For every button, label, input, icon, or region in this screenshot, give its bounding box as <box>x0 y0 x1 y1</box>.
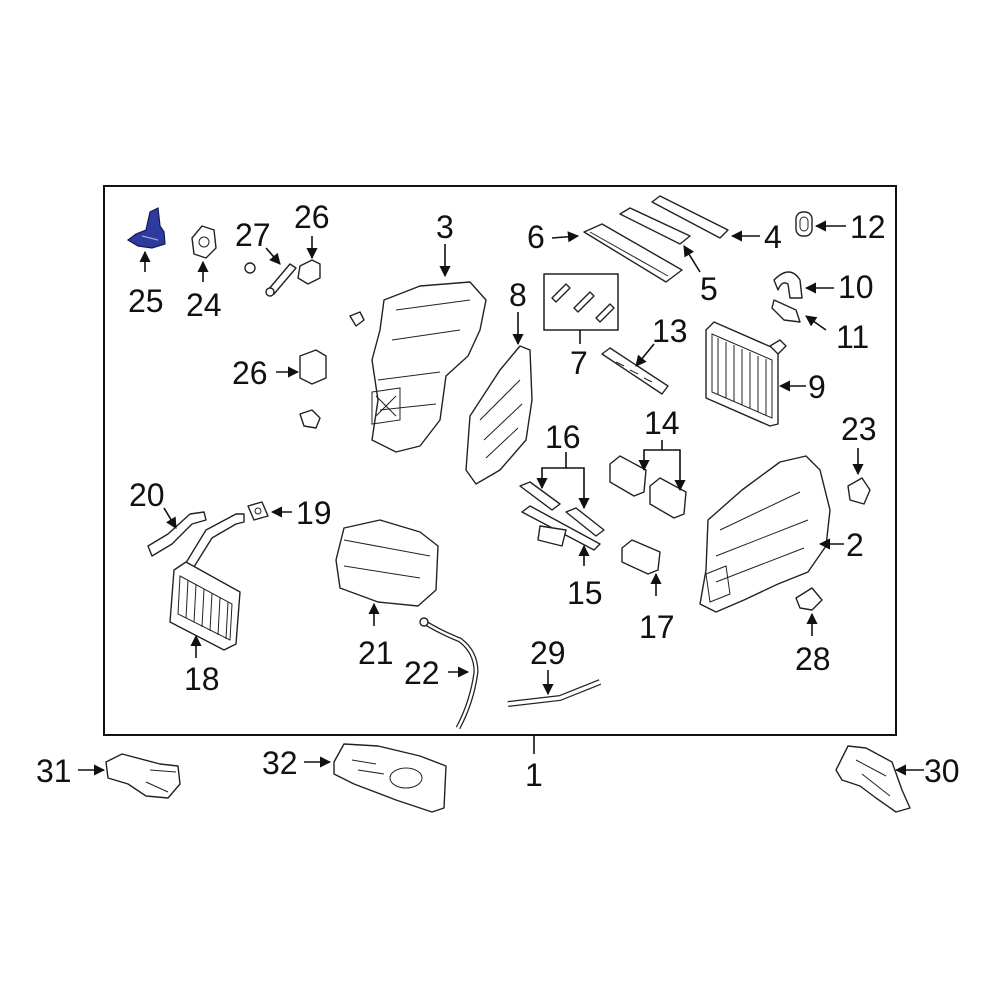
callout-16: 16 <box>545 419 581 455</box>
callout-12: 12 <box>850 209 886 245</box>
part-29-tube[interactable] <box>507 679 602 707</box>
part-6-seal[interactable] <box>583 223 683 283</box>
part-5-seal[interactable] <box>619 207 691 245</box>
callout-9: 9 <box>808 369 826 405</box>
callout-18: 18 <box>184 661 220 697</box>
callout-19: 19 <box>296 495 332 531</box>
callout-25: 25 <box>128 283 164 319</box>
part-10-hose[interactable] <box>773 271 803 299</box>
callout-24: 24 <box>186 287 222 323</box>
part-23-actuator[interactable] <box>847 477 871 505</box>
callout-23: 23 <box>841 411 877 447</box>
callout-10: 10 <box>838 269 874 305</box>
callout-22: 22 <box>404 655 440 691</box>
part-28-sensor[interactable] <box>795 587 823 611</box>
part-22-hose[interactable] <box>419 617 479 730</box>
part-24[interactable] <box>191 225 217 259</box>
part-15-door[interactable] <box>521 505 601 551</box>
part-30-duct[interactable] <box>835 745 911 813</box>
part-14-doors[interactable] <box>609 455 687 519</box>
callout-26-upper: 26 <box>294 199 330 235</box>
part-11-clip[interactable] <box>771 299 801 323</box>
callout-3: 3 <box>436 209 454 245</box>
callout-14: 14 <box>644 405 680 441</box>
callout-17: 17 <box>639 609 675 645</box>
part-7-clips[interactable] <box>551 283 615 323</box>
part-21-tray[interactable] <box>335 519 439 607</box>
callout-6: 6 <box>527 219 545 255</box>
part-31-duct[interactable] <box>105 753 181 799</box>
part-8-panel[interactable] <box>465 345 533 485</box>
callout-13: 13 <box>652 313 688 349</box>
part-2-case[interactable] <box>699 455 831 613</box>
part-26-lower[interactable] <box>299 311 365 429</box>
callout-2: 2 <box>846 527 864 563</box>
part-20-pipes[interactable] <box>147 511 245 571</box>
part-26-upper[interactable] <box>297 259 321 285</box>
part-16-doors[interactable] <box>519 481 605 537</box>
callout-7: 7 <box>570 345 588 381</box>
part-18-heater-core[interactable] <box>169 561 241 651</box>
part-7-box <box>543 273 619 331</box>
part-4-seal[interactable] <box>651 195 729 239</box>
part-27[interactable] <box>244 262 297 297</box>
callout-32: 32 <box>262 745 298 781</box>
part-25-highlighted[interactable] <box>126 207 166 249</box>
callout-26-lower: 26 <box>232 355 268 391</box>
callout-4: 4 <box>764 219 782 255</box>
part-13-door[interactable] <box>601 347 669 395</box>
callout-15: 15 <box>567 575 603 611</box>
callout-31: 31 <box>36 753 72 789</box>
callout-20: 20 <box>129 477 165 513</box>
callout-30: 30 <box>924 753 960 789</box>
part-9-filter[interactable] <box>705 321 787 427</box>
assembly-frame <box>103 185 897 736</box>
callout-29: 29 <box>530 635 566 671</box>
part-32-duct[interactable] <box>333 743 447 813</box>
part-3-case[interactable] <box>371 281 487 453</box>
callout-1: 1 <box>525 757 543 793</box>
callout-8: 8 <box>509 277 527 313</box>
callout-11: 11 <box>836 319 869 355</box>
callout-5: 5 <box>700 271 718 307</box>
callout-27: 27 <box>235 217 271 253</box>
part-17-door[interactable] <box>621 539 661 575</box>
callout-28: 28 <box>795 641 831 677</box>
part-19-gasket[interactable] <box>247 501 269 521</box>
part-12-grommet[interactable] <box>795 211 813 237</box>
callout-21: 21 <box>358 635 394 671</box>
